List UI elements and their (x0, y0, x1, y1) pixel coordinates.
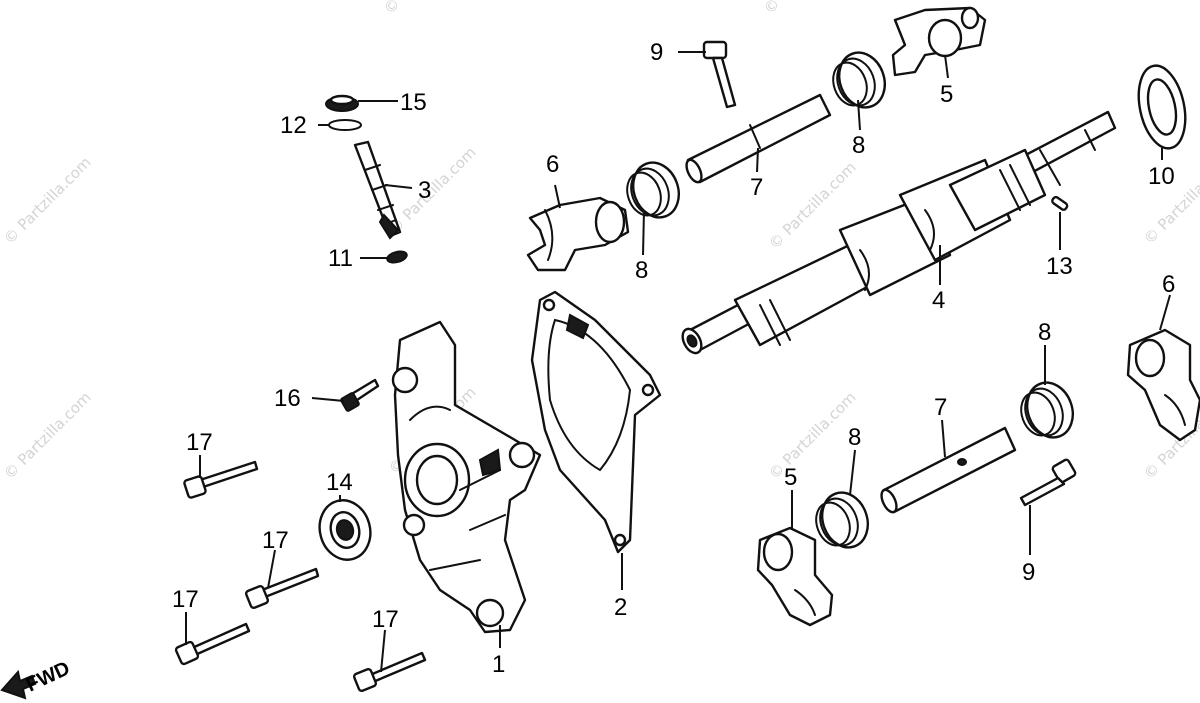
bolt-9 (1019, 458, 1077, 507)
callout-16: 16 (274, 385, 301, 412)
shift-drum (681, 110, 1117, 355)
callout-8: 8 (635, 257, 648, 284)
callout-17: 17 (172, 586, 199, 613)
shift-fork (1126, 328, 1200, 442)
bolt-9 (702, 40, 737, 109)
watermark: © Partzilla.com (380, 0, 475, 18)
callout-7: 7 (750, 174, 763, 201)
washer (1137, 64, 1187, 150)
spring (815, 491, 869, 549)
clip (328, 119, 362, 131)
shift-shaft (353, 140, 402, 240)
callout-5: 5 (940, 81, 953, 108)
callout-7: 7 (934, 394, 947, 421)
callout-15: 15 (400, 89, 427, 116)
callout-9: 9 (1022, 559, 1035, 586)
spring (1020, 381, 1074, 439)
callout-17: 17 (372, 606, 399, 633)
callout-2: 2 (614, 594, 627, 621)
callout-3: 3 (418, 177, 431, 204)
guide-bar (685, 93, 832, 184)
callout-9: 9 (650, 39, 663, 66)
guide-bar (880, 426, 1017, 514)
shift-fork (756, 526, 834, 627)
callout-11: 11 (328, 245, 353, 272)
callout-4: 4 (932, 287, 945, 314)
watermark: © Partzilla.com (765, 388, 860, 483)
callout-6: 6 (546, 151, 559, 178)
callout-17: 17 (262, 527, 289, 554)
callout-1: 1 (492, 651, 505, 678)
oil-seal (318, 499, 372, 561)
callout-17: 17 (186, 429, 213, 456)
bolt-17 (352, 651, 427, 693)
forward-arrow-icon (0, 669, 37, 700)
forward-direction-indicator: FWD (0, 657, 74, 700)
callout-6: 6 (1162, 271, 1175, 298)
callout-5: 5 (784, 464, 797, 491)
bolt-17 (244, 567, 320, 610)
pin (1051, 195, 1069, 211)
callout-12: 12 (280, 112, 307, 139)
bolt-17 (183, 460, 259, 499)
spring (832, 51, 886, 109)
cap (325, 94, 359, 112)
shift-drum-housing (391, 320, 542, 634)
watermark: © Partzilla.com (0, 153, 95, 248)
callout-8: 8 (1038, 319, 1051, 346)
shift-fork (526, 196, 630, 272)
watermark: © Partzilla.com (760, 0, 855, 18)
watermark: © Partzilla.com (0, 388, 95, 483)
small-pin (386, 250, 408, 264)
watermark: © Partzilla.com (385, 143, 480, 238)
callout-14: 14 (326, 469, 353, 496)
spring (626, 161, 680, 219)
bolt-16 (340, 378, 380, 412)
callout-8: 8 (852, 132, 865, 159)
bolt-17 (174, 622, 251, 666)
forward-label: FWD (23, 657, 74, 696)
callout-labels: 1 2 3 4 5 5 6 6 7 7 8 8 8 8 9 9 10 11 12… (172, 39, 1175, 678)
shift-fork (891, 6, 987, 77)
callout-8: 8 (848, 424, 861, 451)
callout-10: 10 (1148, 163, 1175, 190)
callout-13: 13 (1046, 253, 1073, 280)
gasket (530, 290, 662, 554)
leader-lines (185, 51, 1171, 673)
